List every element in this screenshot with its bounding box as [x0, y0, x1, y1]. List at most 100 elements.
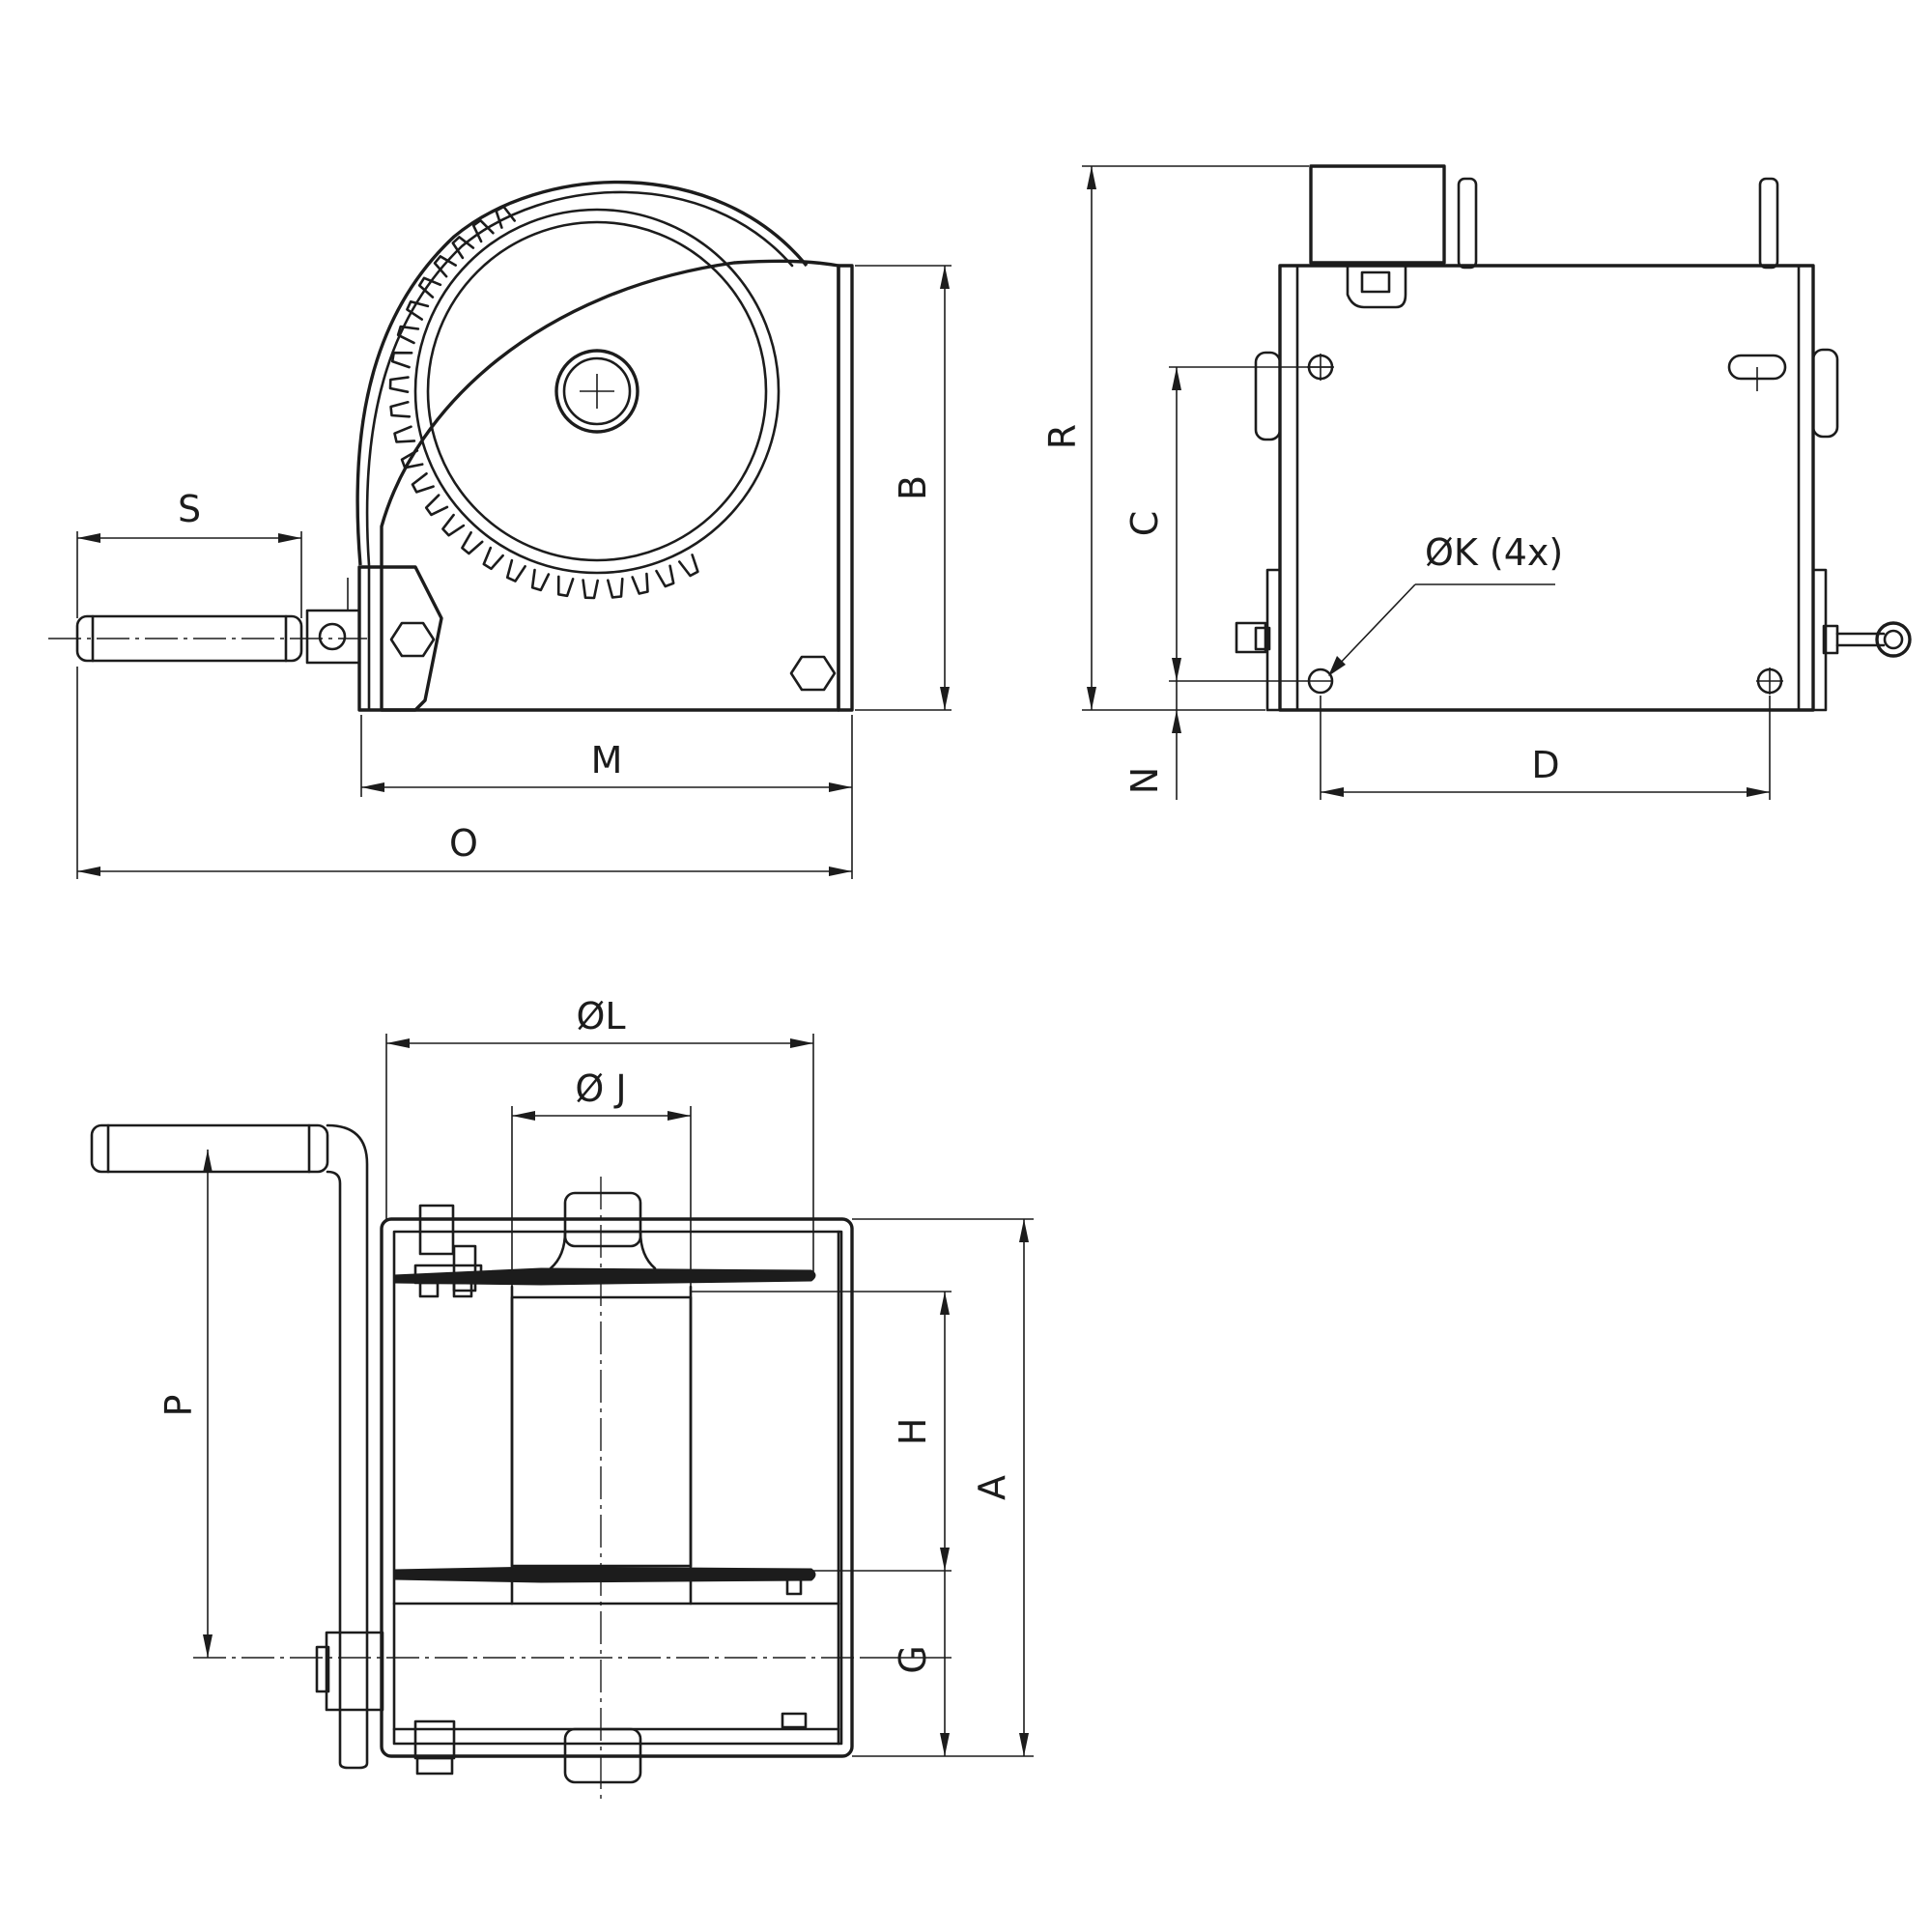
- label-H: H: [892, 1418, 934, 1446]
- top-view-dimensions: ØL Ø J P H G A: [157, 995, 1034, 1757]
- housing-plate: [380, 259, 840, 712]
- label-O: O: [449, 822, 478, 865]
- hex-bolt-bottom: [789, 655, 837, 692]
- top-shaft-upper: [563, 1191, 642, 1248]
- front-view: [1235, 164, 1912, 712]
- axle-boss-inner: [562, 356, 632, 426]
- bracket-left-bolt: [1235, 621, 1267, 654]
- front-view-dimensions: R C N D ØK (4x): [1041, 165, 1771, 800]
- top-flange-hub-upper: [549, 1230, 657, 1270]
- arrow: [1328, 656, 1346, 676]
- arrow: [203, 1634, 213, 1658]
- arrow: [940, 687, 950, 710]
- arrow: [829, 867, 852, 876]
- arrow: [940, 266, 950, 289]
- arrow: [77, 867, 100, 876]
- top-bolt-2: [452, 1244, 477, 1293]
- handle-stub-knob: [1875, 621, 1912, 658]
- top-crank-arm: [326, 1123, 369, 1770]
- drum-outer-circle: [413, 208, 781, 575]
- top-lug-left: [1457, 177, 1478, 270]
- body-right-plate: [1797, 264, 1815, 712]
- top-screw: [1360, 270, 1391, 294]
- gear-tooth: [406, 299, 430, 321]
- arrow: [940, 1292, 950, 1315]
- arrow: [1747, 787, 1770, 797]
- arrow: [1321, 787, 1344, 797]
- label-P: P: [157, 1395, 200, 1417]
- label-J: Ø J: [575, 1067, 626, 1110]
- top-frame-outer: [380, 1217, 854, 1758]
- arrow: [386, 1038, 410, 1048]
- gear-tooth: [582, 579, 600, 600]
- label-G: G: [892, 1645, 934, 1673]
- side-view: [48, 180, 854, 712]
- gear-tooth: [677, 554, 699, 578]
- top-crank-nut: [315, 1645, 330, 1693]
- top-block: [1309, 164, 1446, 265]
- gear-tooth: [389, 400, 412, 418]
- gear-guard-outline: [355, 180, 809, 566]
- top-bolt-3: [413, 1264, 483, 1285]
- gear-tooth: [424, 494, 449, 517]
- label-A: A: [971, 1475, 1013, 1500]
- gear-tooth: [451, 236, 475, 260]
- gear-tooth: [461, 530, 484, 555]
- gear-tooth: [495, 205, 517, 229]
- label-M: M: [591, 739, 623, 781]
- housing-back-edge: [837, 264, 854, 712]
- arrow: [940, 1733, 950, 1756]
- top-flange-upper: [393, 1267, 816, 1286]
- bracket-right: [1811, 568, 1828, 712]
- crank-pivot-eye: [318, 622, 347, 651]
- label-K: ØK (4x): [1425, 531, 1563, 574]
- arrow: [77, 533, 100, 543]
- gear-guard-inner-curve: [365, 190, 794, 567]
- gear-tooth: [417, 276, 442, 298]
- gear-tooth: [411, 471, 435, 494]
- bracket-left: [1265, 568, 1282, 712]
- bottom-bolt-1: [413, 1719, 456, 1760]
- gear-teeth: [388, 205, 699, 600]
- axle-boss-outer: [554, 349, 639, 434]
- arrow: [361, 782, 384, 792]
- crank-pivot-block: [305, 609, 361, 665]
- top-view: [90, 1123, 860, 1802]
- gear-tooth: [655, 564, 675, 588]
- gear-tooth: [471, 218, 495, 243]
- label-B: B: [892, 475, 934, 500]
- right-boss: [1811, 348, 1839, 439]
- arrow: [203, 1150, 213, 1173]
- gear-tooth: [631, 572, 649, 595]
- handle-stub-knob-inner: [1883, 629, 1904, 650]
- drum-inner-circle: [426, 220, 768, 562]
- bottom-pin: [785, 1573, 803, 1596]
- top-flange-lower: [393, 1566, 816, 1583]
- arrow: [829, 782, 852, 792]
- side-view-dimensions: S M O B: [76, 265, 952, 879]
- top-frame-inner: [392, 1230, 843, 1746]
- top-crank-pivot: [325, 1631, 384, 1712]
- arrow: [668, 1111, 691, 1121]
- gear-tooth: [606, 577, 624, 599]
- gear-tooth: [388, 376, 410, 394]
- label-D: D: [1531, 744, 1559, 786]
- top-notch: [1346, 264, 1407, 309]
- gear-tooth: [441, 513, 466, 537]
- gear-tooth: [482, 546, 504, 571]
- bracket-left-nut: [1254, 626, 1271, 651]
- top-bolt-4: [418, 1281, 440, 1298]
- label-S: S: [178, 488, 201, 530]
- top-bolt-5: [452, 1281, 473, 1298]
- body-left-plate: [1278, 264, 1299, 712]
- label-L: ØL: [576, 995, 625, 1037]
- arrow: [1019, 1733, 1029, 1756]
- gear-tooth: [396, 325, 420, 345]
- gear-tooth: [390, 351, 413, 369]
- arrow: [512, 1111, 535, 1121]
- leader-K: [1334, 583, 1416, 669]
- left-boss: [1254, 351, 1282, 441]
- handle-stub-nut: [1822, 624, 1839, 655]
- gear-tooth: [393, 425, 416, 443]
- gear-tooth: [400, 449, 424, 469]
